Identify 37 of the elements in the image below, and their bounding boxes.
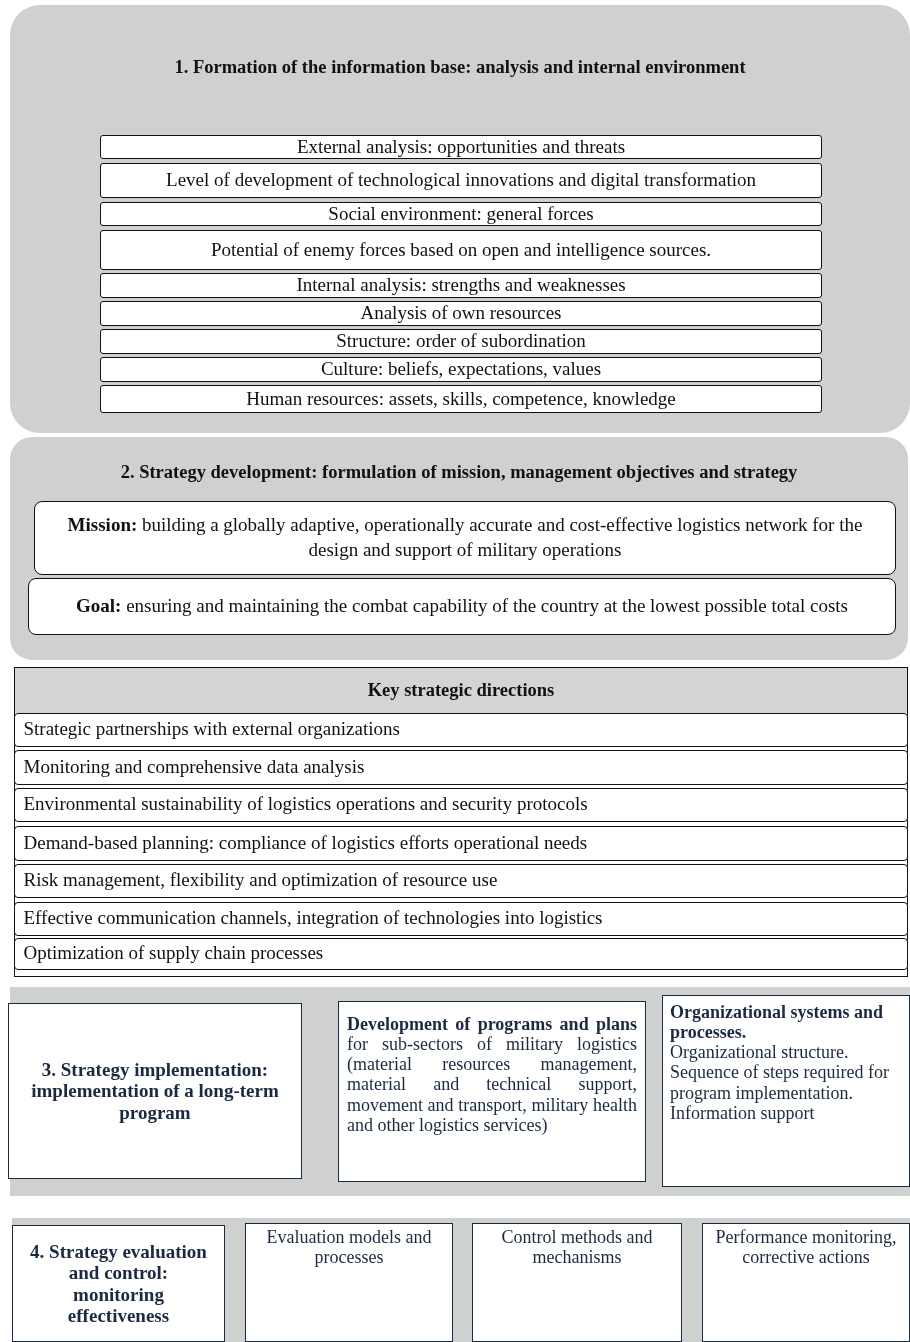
analysis-item: Analysis of own resources — [100, 301, 822, 326]
directions-table — [14, 667, 908, 977]
content-box: Performance monitoring, corrective actions — [702, 1223, 910, 1342]
section-panel — [10, 5, 910, 433]
box-heading: Organizational systems and processes. — [670, 1002, 884, 1043]
analysis-item: Level of development of technological innovations and digital transformation — [100, 163, 822, 198]
statement-box: Mission: building a globally adaptive, operationally accurate and cost-effective logistics network for the design and support of military operations — [34, 501, 896, 575]
box-text: Organizational structure. — [670, 1042, 850, 1063]
statement-box: Goal: ensuring and maintaining the combat capability of the country at the lowest possible total costs — [28, 578, 896, 635]
content-box — [662, 995, 910, 1187]
direction-row: Risk management, flexibility and optimization of resource use — [13, 863, 908, 898]
direction-row: Optimization of supply chain processes — [13, 937, 908, 970]
content-box: Development of programs and plans for sub-sectors of military logistics (material resources management, material and technical support, movement and transport, military health and other logistics services) — [338, 1001, 646, 1182]
direction-row: Demand-based planning: compliance of logistics efforts operational needs — [13, 825, 908, 861]
section-heading: 1. Formation of the information base: analysis and internal environment — [173, 57, 747, 78]
section-band — [12, 1218, 910, 1342]
section-panel — [10, 437, 908, 660]
analysis-item: Social environment: general forces — [100, 202, 822, 226]
stage-box: 4. Strategy evaluation and control: monitoring effectiveness — [12, 1225, 225, 1342]
stage-box: 3. Strategy implementation: implementation of a long-term program — [8, 1003, 302, 1179]
direction-row: Strategic partnerships with external organizations — [13, 712, 908, 747]
section-band — [10, 987, 910, 1196]
analysis-item: Human resources: assets, skills, competence, knowledge — [100, 385, 822, 413]
box-text: Sequence of steps required for program implementation. — [670, 1062, 890, 1103]
direction-row: Environmental sustainability of logistics operations and security protocols — [13, 787, 908, 822]
analysis-item: External analysis: opportunities and threats — [100, 135, 822, 159]
content-box: Evaluation models and processes — [245, 1223, 453, 1342]
content-box: Control methods and mechanisms — [472, 1223, 682, 1342]
direction-row: Monitoring and comprehensive data analysis — [13, 749, 908, 785]
box-text: Information support — [670, 1102, 815, 1123]
analysis-item: Culture: beliefs, expectations, values — [100, 357, 822, 382]
direction-row: Effective communication channels, integration of technologies into logistics — [13, 901, 908, 936]
section-heading: 2. Strategy development: formulation of mission, management objectives and strategy — [119, 462, 799, 483]
analysis-item: Potential of enemy forces based on open and intelligence sources. — [100, 230, 822, 270]
analysis-item: Internal analysis: strengths and weaknesses — [100, 273, 822, 298]
table-heading: Key strategic directions — [367, 680, 555, 701]
analysis-item: Structure: order of subordination — [100, 329, 822, 354]
